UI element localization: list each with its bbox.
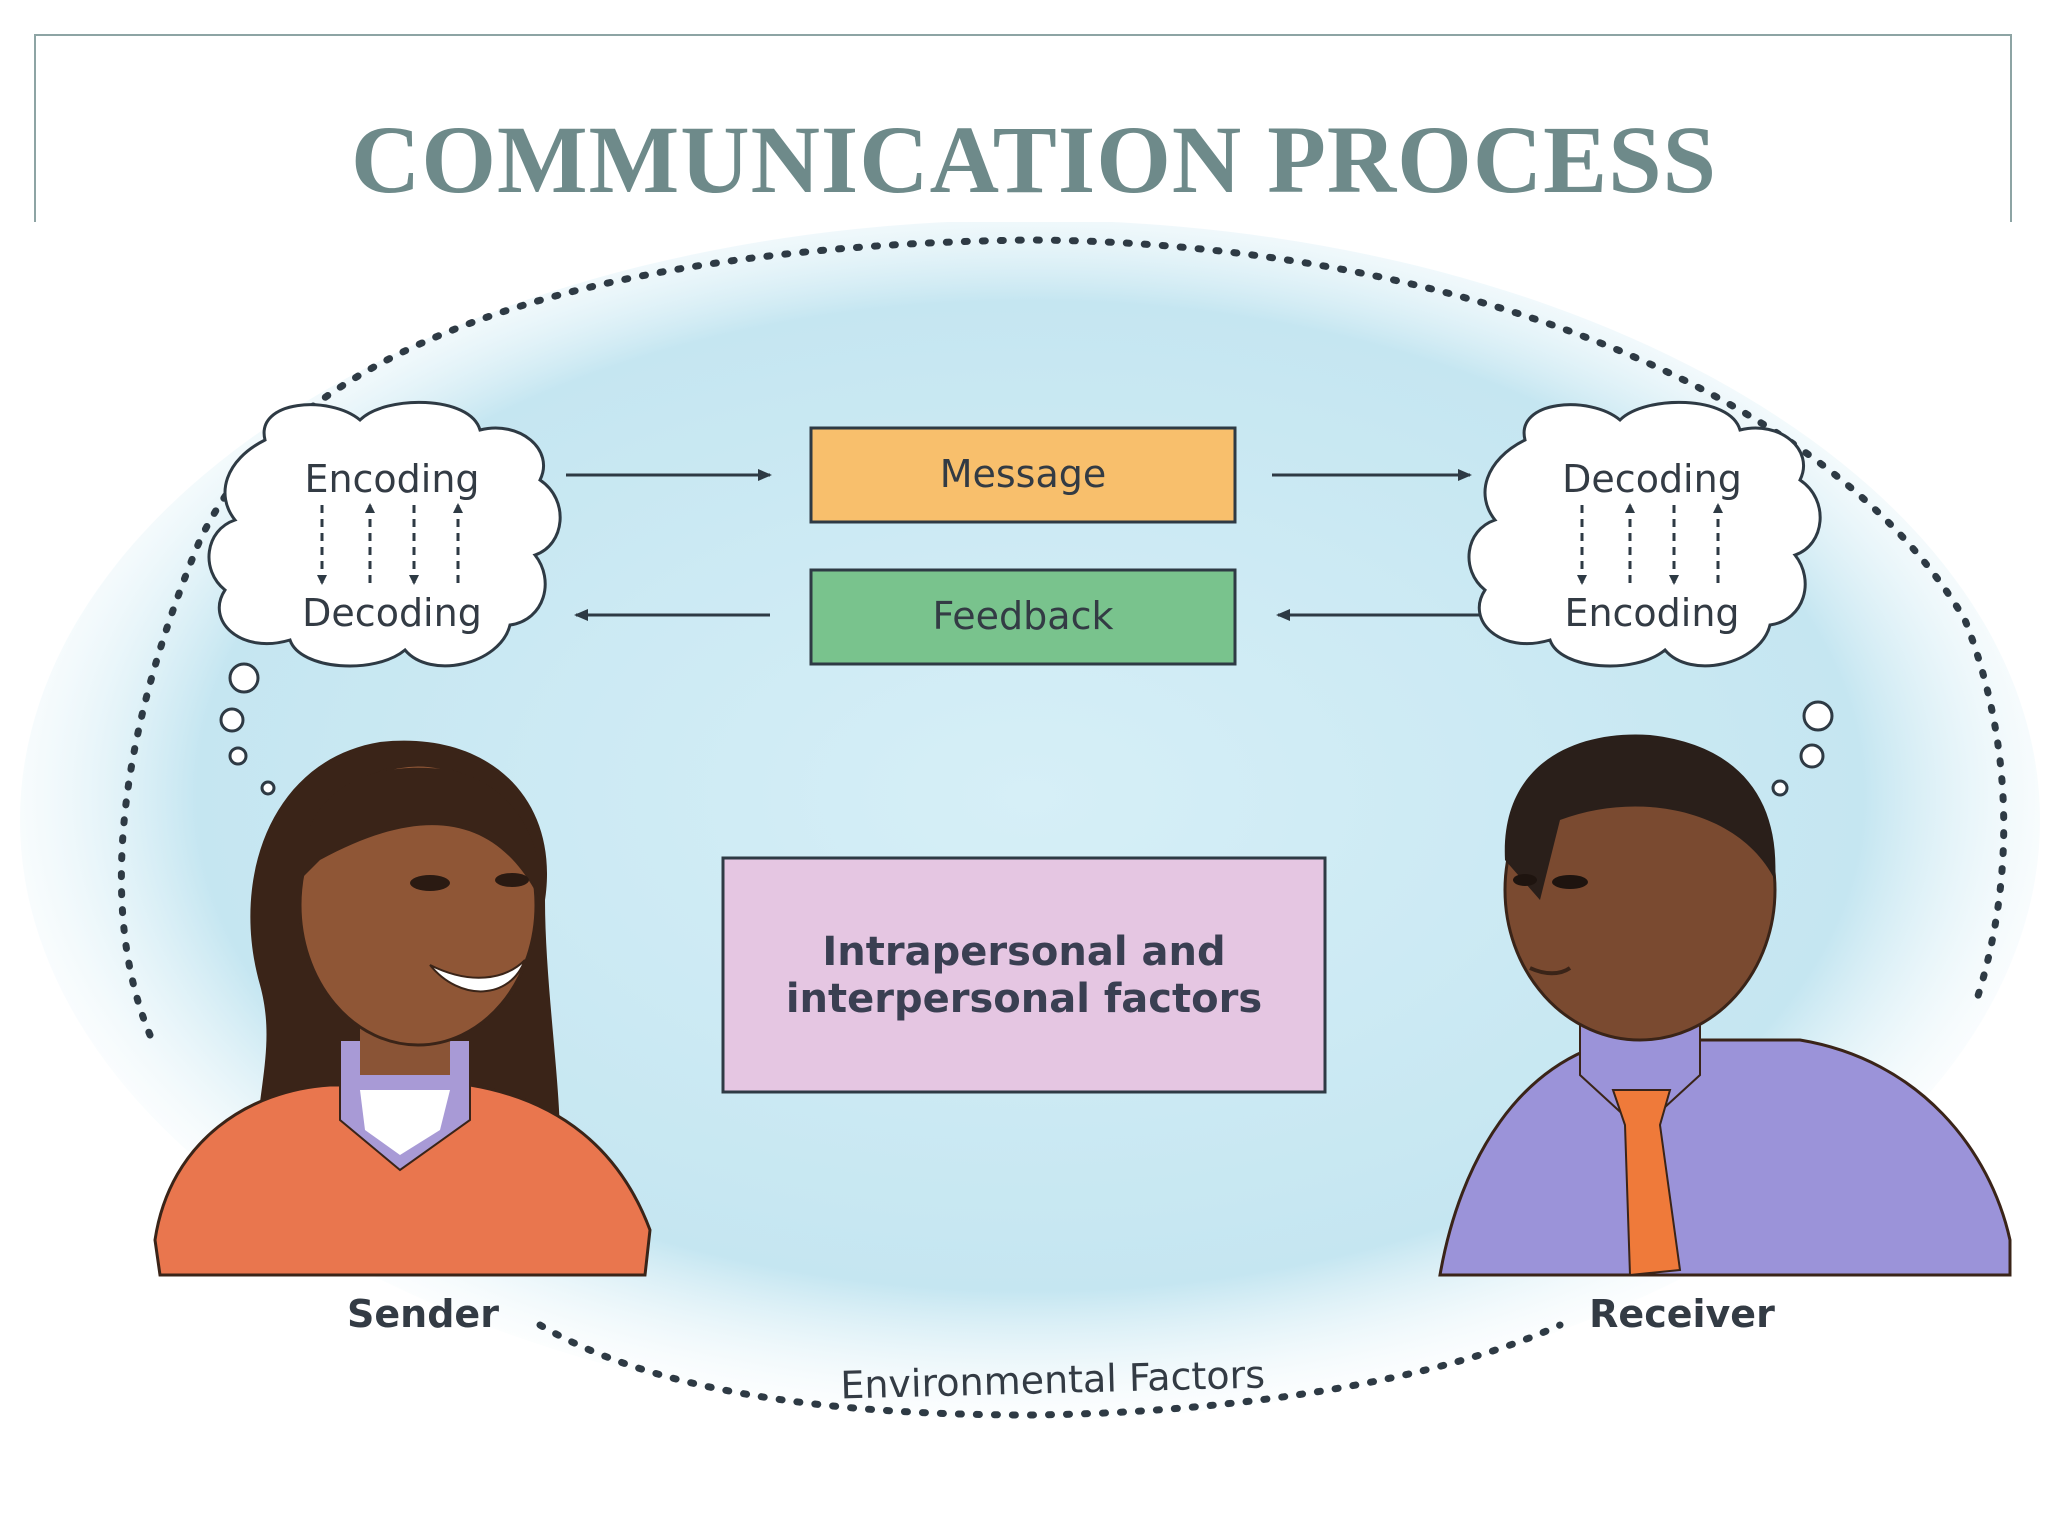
sender-thought-cloud: Encoding Decoding xyxy=(207,400,562,796)
sender-encoding-label: Encoding xyxy=(304,457,479,501)
communication-diagram: Encoding Decoding Decoding Encoding Mess… xyxy=(20,222,2040,1420)
receiver-encoding-label: Encoding xyxy=(1564,591,1739,635)
message-box xyxy=(809,426,1237,524)
factors-box xyxy=(721,856,1327,1094)
environment-boundary xyxy=(117,236,2008,1419)
sender-figure xyxy=(153,740,652,1277)
sender-decoding-label: Decoding xyxy=(302,591,482,635)
receiver-label: Receiver xyxy=(1589,1292,1775,1336)
sender-label: Sender xyxy=(347,1292,499,1336)
receiver-decoding-label: Decoding xyxy=(1562,457,1742,501)
receiver-thought-cloud: Decoding Encoding xyxy=(1467,400,1834,797)
slide-title: COMMUNICATION PROCESS xyxy=(351,106,1717,213)
message-label: Message xyxy=(940,452,1107,496)
feedback-box xyxy=(809,568,1237,666)
feedback-label: Feedback xyxy=(933,594,1114,638)
receiver-figure xyxy=(1438,734,2012,1277)
slide-frame xyxy=(34,34,2012,222)
factors-line1: Intrapersonal and xyxy=(822,929,1225,975)
factors-line2: interpersonal factors xyxy=(786,976,1262,1022)
message-flow-arrows xyxy=(566,469,1480,621)
